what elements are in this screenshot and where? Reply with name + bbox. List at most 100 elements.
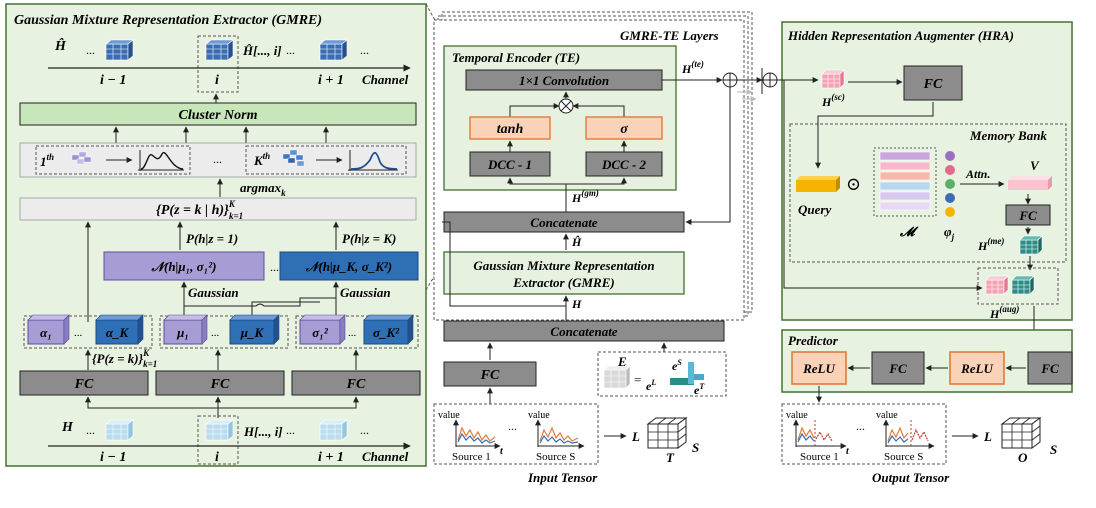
gmre-block-label-2: Extractor (GMRE) bbox=[512, 275, 614, 290]
tensor-o-label: O bbox=[1018, 450, 1028, 465]
fc-alpha-block bbox=[19, 370, 149, 396]
h-slice-label: H[..., i] bbox=[243, 424, 283, 439]
dots: ... bbox=[360, 423, 369, 437]
mu-1-label: μ₁ bbox=[176, 325, 189, 340]
hra-fc-block bbox=[903, 65, 963, 101]
channel-index-next: i + 1 bbox=[318, 450, 344, 465]
dcc1-block bbox=[469, 151, 551, 177]
concatenate-input-block bbox=[443, 320, 725, 342]
concatenate-label: Concatenate bbox=[530, 215, 597, 230]
memory-fc-label: FC bbox=[1018, 208, 1037, 223]
channel-axis-label: Channel bbox=[362, 72, 409, 87]
fc-label: FC bbox=[74, 377, 94, 392]
tensor-s-label: S bbox=[1050, 442, 1057, 457]
predictor-fc1-label: FC bbox=[888, 361, 907, 376]
embedding-cube-icon bbox=[603, 365, 631, 389]
h-hat-label: Ĥ bbox=[571, 235, 582, 249]
fc-label: FC bbox=[210, 377, 230, 392]
phi-vectors-icon bbox=[945, 151, 955, 217]
v-vector-icon bbox=[1008, 176, 1052, 190]
dots: ... bbox=[74, 327, 83, 339]
argmax-label: argmaxk bbox=[240, 180, 286, 198]
relu-hidden-block bbox=[949, 351, 1005, 385]
posterior-block bbox=[19, 197, 417, 221]
te-title: Temporal Encoder (TE) bbox=[452, 50, 580, 65]
output-l-label: L bbox=[983, 429, 992, 444]
predictor-fc2-label: FC bbox=[1040, 361, 1059, 376]
output-source-s-label: Source S bbox=[884, 451, 923, 463]
alpha-k-label: α_K bbox=[106, 325, 130, 340]
h-me-label: H(me) bbox=[977, 236, 1004, 253]
tanh-label: tanh bbox=[497, 122, 524, 137]
h-te-label: H(te) bbox=[681, 59, 704, 76]
input-tensor-label: Input Tensor bbox=[527, 470, 598, 485]
embedding-shape-icon bbox=[670, 362, 704, 385]
relu-output-block bbox=[791, 351, 847, 385]
cluster-norm-label: Cluster Norm bbox=[179, 108, 258, 123]
value-axis-label: value bbox=[528, 410, 550, 421]
hra-panel: Hidden Representation Augmenter (HRA) H(… bbox=[777, 21, 1073, 321]
memory-bank-title: Memory Bank bbox=[969, 128, 1047, 143]
relu-output-label: ReLU bbox=[802, 361, 835, 376]
sigma-k-label: σ_K² bbox=[373, 325, 400, 340]
alpha-1-block bbox=[27, 319, 65, 345]
embedding-et-label: eT bbox=[694, 382, 705, 397]
density-curve-icon bbox=[138, 150, 184, 171]
query-label: Query bbox=[798, 202, 831, 217]
h-aug-label: H(aug) bbox=[989, 304, 1019, 321]
conv-label: 1×1 Convolution bbox=[519, 73, 609, 88]
embedding-el-label: eL bbox=[646, 378, 656, 393]
embedding-equals: = bbox=[634, 372, 641, 387]
predictor-fc1-block bbox=[871, 351, 925, 385]
source-1-label: Source 1 bbox=[452, 451, 491, 463]
dots: ... bbox=[856, 419, 865, 433]
h-hat-slice-label: Ĥ[..., i] bbox=[242, 43, 282, 58]
embedding-es-label: eS bbox=[672, 358, 682, 373]
gmre-block bbox=[443, 251, 685, 295]
cluster-norm-block bbox=[19, 102, 417, 126]
hra-title: Hidden Representation Augmenter (HRA) bbox=[787, 28, 1014, 43]
dots: ... bbox=[86, 423, 95, 437]
time-axis-label: t bbox=[846, 446, 850, 457]
dot-product-icon: ⊙ bbox=[846, 174, 861, 194]
kth-cluster-label: Kth bbox=[253, 151, 270, 168]
memory-bank-panel bbox=[789, 123, 1067, 263]
gaussian-k-label: 𝒩(h|μ_K, σ_K²) bbox=[305, 259, 392, 274]
sigma-gate-block bbox=[585, 116, 663, 140]
fc-label: FC bbox=[346, 377, 366, 392]
attn-label: Attn. bbox=[965, 167, 990, 181]
dots: ... bbox=[213, 152, 222, 166]
sigma-gate-label: σ bbox=[620, 122, 628, 137]
dots: ... bbox=[360, 43, 369, 57]
query-icon bbox=[796, 176, 840, 192]
channel-axis-label: Channel bbox=[362, 449, 409, 464]
gaussian-label: Gaussian bbox=[340, 285, 391, 300]
predictor-panel: Predictor ReLU FC ReLU FC bbox=[781, 329, 1073, 393]
first-cluster-label: 1th bbox=[40, 152, 54, 169]
gaussian-k-block bbox=[279, 251, 419, 281]
h-gm-label: H(gm) bbox=[571, 188, 599, 205]
gaussian-1-label: 𝒩(h|μ₁, σ₁²) bbox=[151, 259, 217, 274]
dots: ... bbox=[270, 260, 279, 274]
dcc1-label: DCC - 1 bbox=[487, 157, 532, 172]
h-label: H bbox=[571, 297, 582, 311]
source-s-label: Source S bbox=[536, 451, 575, 463]
h-label: H bbox=[61, 420, 74, 435]
dots: ... bbox=[286, 423, 295, 437]
gmre-title: Gaussian Mixture Representation Extracto… bbox=[14, 13, 322, 28]
dcc2-block bbox=[585, 151, 663, 177]
mu-k-label: μ_K bbox=[240, 325, 265, 340]
output-source-1-label: Source 1 bbox=[800, 451, 839, 463]
channel-index-next: i + 1 bbox=[318, 73, 344, 88]
concatenate-input-label: Concatenate bbox=[550, 324, 617, 339]
alpha-1-label: α₁ bbox=[40, 325, 52, 340]
v-label: V bbox=[1030, 158, 1040, 173]
tanh-block bbox=[469, 116, 551, 140]
channel-index-current: i bbox=[215, 450, 219, 465]
dots: ... bbox=[508, 419, 517, 433]
dots: ... bbox=[211, 327, 220, 339]
gmre-te-layers: GMRE-TE Layers Temporal Encoder (TE) 1×1… bbox=[433, 11, 757, 321]
phi-label: φj bbox=[944, 224, 955, 242]
dots: ... bbox=[86, 43, 95, 57]
